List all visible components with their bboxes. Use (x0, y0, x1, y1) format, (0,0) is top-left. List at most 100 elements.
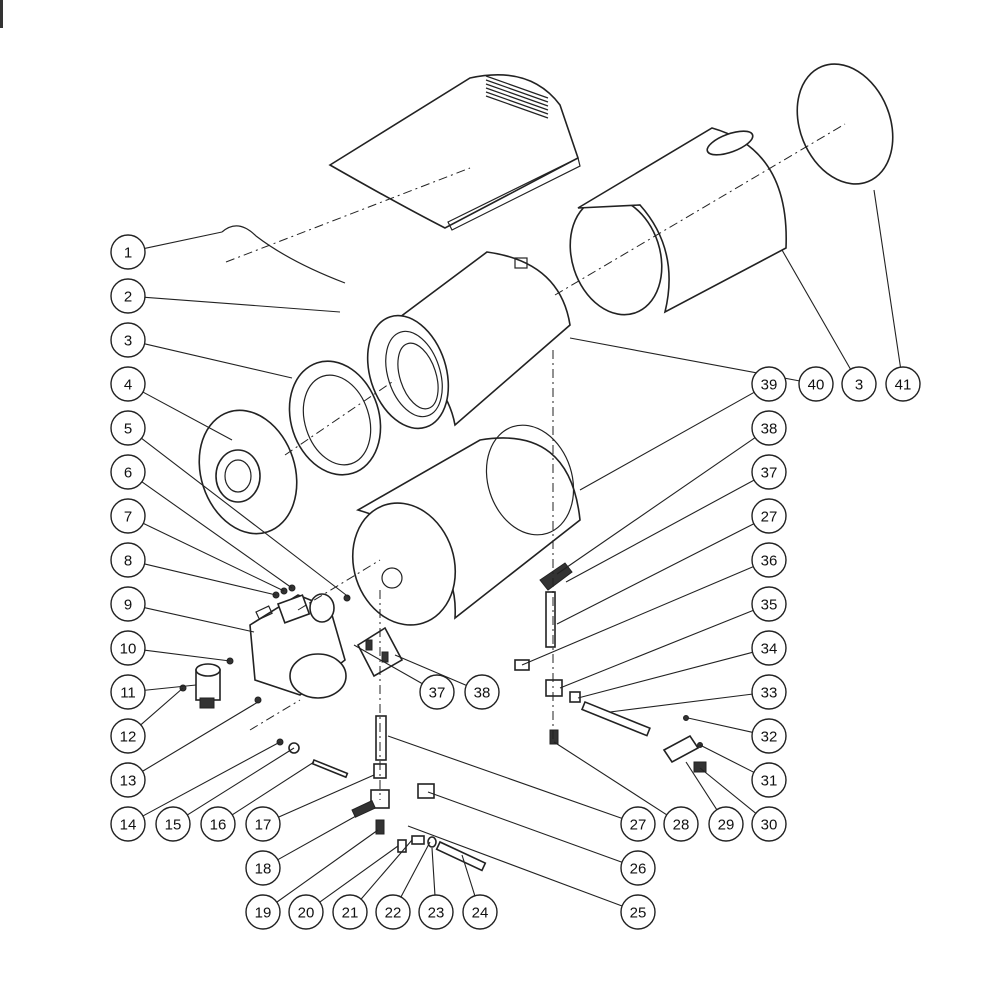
callout-27: 27 (751, 498, 787, 534)
callout-35: 35 (751, 586, 787, 622)
callout-leader-37 (353, 644, 423, 685)
callout-leader-3 (781, 249, 852, 370)
callout-leader-30 (699, 767, 757, 814)
callout-circle (751, 366, 787, 402)
callout-number: 21 (342, 905, 359, 922)
callout-circle (751, 718, 787, 754)
callout-leaders (140, 189, 902, 907)
callout-24: 24 (462, 894, 498, 930)
callout-13: 13 (110, 762, 146, 798)
callout-circle (620, 806, 656, 842)
callout-leader-9 (144, 607, 255, 633)
callout-leader-3 (144, 343, 293, 379)
callout-leader-12 (140, 687, 184, 726)
part-rod-upper (545, 591, 556, 648)
callout-leader-25 (407, 825, 623, 907)
callout-leader-21 (360, 839, 413, 900)
callout-29: 29 (708, 806, 744, 842)
callout-circle (110, 674, 146, 710)
window-edge (0, 0, 3, 28)
callout-number: 5 (124, 421, 132, 438)
callout-circle (245, 894, 281, 930)
callout-circle (419, 674, 455, 710)
callout-number: 13 (120, 773, 137, 790)
callout-leader-34 (577, 651, 753, 699)
callout-circle (751, 410, 787, 446)
callout-leader-20 (319, 845, 399, 903)
callout-number: 3 (855, 377, 863, 394)
callout-1: 1 (110, 234, 146, 270)
callout-circle (620, 894, 656, 930)
callout-circle (110, 806, 146, 842)
callout-circle (245, 850, 281, 886)
callout-38: 38 (464, 674, 500, 710)
callout-circle (663, 806, 699, 842)
callout-number: 15 (165, 817, 182, 834)
callout-leader-38 (556, 437, 756, 575)
callout-leader-5 (141, 437, 351, 599)
part-top-shroud (328, 74, 581, 231)
callout-leader-17 (278, 774, 375, 818)
callout-number: 38 (474, 685, 491, 702)
callout-circle (885, 366, 921, 402)
callout-5: 5 (110, 410, 146, 446)
callout-leader-27 (387, 735, 623, 819)
callout-leader-24 (461, 854, 476, 896)
callout-leader-2 (144, 296, 341, 313)
callout-number: 32 (761, 729, 778, 746)
callout-circle (155, 806, 191, 842)
callout-circle (462, 894, 498, 930)
callout-number: 26 (630, 861, 647, 878)
callout-41: 41 (885, 366, 921, 402)
part-small-screws (179, 584, 703, 779)
callout-circle (751, 674, 787, 710)
callout-3: 3 (110, 322, 146, 358)
callout-circle (418, 894, 454, 930)
part-wire (221, 225, 346, 284)
callout-number: 36 (761, 553, 778, 570)
callout-number: 12 (120, 729, 137, 746)
callout-circle (245, 806, 281, 842)
callout-number: 3 (124, 333, 132, 350)
callout-7: 7 (110, 498, 146, 534)
callout-circle (110, 454, 146, 490)
callout-circle (620, 850, 656, 886)
callout-number: 11 (120, 685, 136, 702)
callout-leader-28 (553, 741, 668, 816)
callout-leader-15 (187, 747, 295, 816)
callout-circle (751, 542, 787, 578)
callout-circle (110, 718, 146, 754)
part-combustion-chamber (366, 251, 571, 430)
callout-15: 15 (155, 806, 191, 842)
callout-leader-6 (141, 481, 293, 589)
part-rod-lower (375, 715, 387, 761)
callout-number: 37 (429, 685, 446, 702)
callout-37: 37 (751, 454, 787, 490)
callout-number: 30 (761, 817, 778, 834)
callout-number: 14 (120, 817, 137, 834)
callout-number: 27 (630, 817, 647, 834)
callout-circle (110, 278, 146, 314)
part-inner-frame (351, 424, 581, 626)
callout-leader-27 (556, 523, 755, 625)
callout-number: 18 (255, 861, 272, 878)
callout-leader-16 (231, 761, 315, 816)
callout-number: 16 (210, 817, 227, 834)
callout-39: 39 (751, 366, 787, 402)
assembly-centerlines (225, 123, 846, 800)
callout-22: 22 (375, 894, 411, 930)
callout-17: 17 (245, 806, 281, 842)
callout-20: 20 (288, 894, 324, 930)
callout-number: 24 (472, 905, 489, 922)
callout-leader-14 (142, 741, 281, 817)
callout-number: 37 (761, 465, 778, 482)
callout-number: 25 (630, 905, 647, 922)
callout-leader-18 (277, 815, 357, 861)
callout-circle (110, 234, 146, 270)
callout-circle (751, 586, 787, 622)
callout-32: 32 (751, 718, 787, 754)
callout-number: 19 (255, 905, 272, 922)
callout-number: 20 (298, 905, 315, 922)
